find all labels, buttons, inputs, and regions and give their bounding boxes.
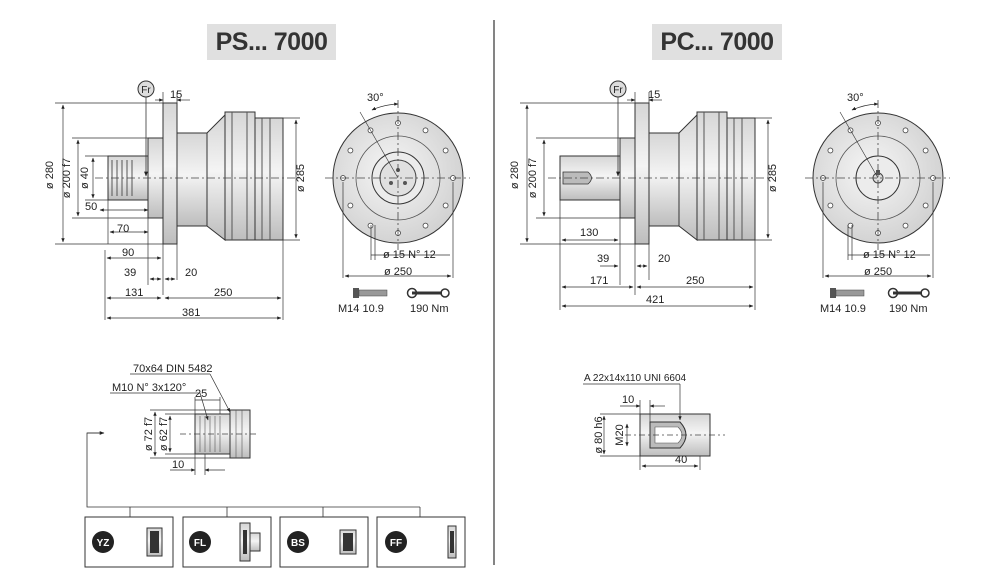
- pc-dim-200: ø 200 f7: [527, 158, 539, 198]
- ps-shaft-thread: M10 N° 3x120°: [112, 382, 186, 394]
- ps-title: PS... 7000: [207, 24, 336, 60]
- pc-shaft-detail: [583, 383, 725, 470]
- option-ff-code: FF: [390, 538, 402, 549]
- ps-side-view: [107, 102, 284, 245]
- pc-front-view: [805, 100, 950, 278]
- pc-dim-280: ø 280: [509, 161, 521, 189]
- ps-wrench-icon: [406, 287, 450, 299]
- pc-shaft-80: ø 80 h6: [593, 416, 605, 453]
- ps-bolt-icon: [353, 288, 388, 298]
- pc-dim-250: 250: [686, 275, 704, 287]
- ps-dim-15: 15: [170, 89, 182, 101]
- ps-dim-50: 50: [85, 201, 97, 213]
- pc-front-pcd: ø 250: [864, 266, 892, 278]
- option-fl: [182, 516, 272, 568]
- pc-dim-285: ø 285: [767, 164, 779, 192]
- ps-options-connector: [86, 431, 421, 517]
- pc-dim-20: 20: [658, 253, 670, 265]
- ps-front-view: [325, 100, 470, 278]
- ps-dim-90: 90: [122, 247, 134, 259]
- pc-front-holes: ø 15 N° 12: [863, 249, 916, 261]
- ps-fr-label: Fr: [141, 85, 151, 96]
- pc-shaft-keyway: [562, 171, 592, 185]
- ps-shaft-spline: 70x64 DIN 5482: [133, 363, 213, 375]
- pc-dim-15: 15: [648, 89, 660, 101]
- pc-bolt-label: M14 10.9: [820, 303, 866, 315]
- ps-torque-label: 190 Nm: [410, 303, 449, 315]
- option-yz: [84, 516, 174, 568]
- pc-shaft-m20: M20: [614, 424, 626, 445]
- ps-shaft-62: ø 62 f7: [158, 417, 170, 451]
- pc-dim-130: 130: [580, 227, 598, 239]
- pc-dim-421: 421: [646, 294, 664, 306]
- ps-dim-40: ø 40: [79, 167, 91, 189]
- ps-dim-381: 381: [182, 307, 200, 319]
- pc-shaft-10: 10: [622, 394, 634, 406]
- ps-shaft-25: 25: [195, 388, 207, 400]
- ps-shaft-72: ø 72 f7: [143, 417, 155, 451]
- ps-dim-20: 20: [185, 267, 197, 279]
- option-bs: [279, 516, 369, 568]
- ps-dim-200: ø 200 f7: [61, 158, 73, 198]
- ps-shaft-10: 10: [172, 459, 184, 471]
- ps-dimension-lines: [55, 92, 300, 320]
- pc-shaft-40: 40: [675, 454, 687, 466]
- ps-dim-70: 70: [117, 223, 129, 235]
- ps-shaft-detail: [110, 373, 258, 475]
- ps-dim-285: ø 285: [295, 164, 307, 192]
- pc-torque-label: 190 Nm: [889, 303, 928, 315]
- option-fl-code: FL: [194, 538, 206, 549]
- option-bs-code: BS: [291, 538, 305, 549]
- ps-dim-131: 131: [125, 287, 143, 299]
- pc-side-view: [559, 102, 756, 245]
- option-ff: [376, 516, 466, 568]
- option-yz-code: YZ: [97, 538, 110, 549]
- pc-shaft-key: A 22x14x110 UNI 6604: [584, 373, 687, 384]
- ps-front-angle: 30°: [367, 92, 384, 104]
- pc-dimension-lines: [520, 92, 772, 310]
- ps-dim-250: 250: [214, 287, 232, 299]
- ps-bolt-label: M14 10.9: [338, 303, 384, 315]
- pc-fr-label: Fr: [613, 85, 623, 96]
- ps-dim-280: ø 280: [44, 161, 56, 189]
- ps-dim-39: 39: [124, 267, 136, 279]
- pc-title: PC... 7000: [652, 24, 782, 60]
- pc-bolt-icon: [830, 288, 865, 298]
- pc-front-angle: 30°: [847, 92, 864, 104]
- pc-dim-39: 39: [597, 253, 609, 265]
- ps-front-holes: ø 15 N° 12: [383, 249, 436, 261]
- ps-front-pcd: ø 250: [384, 266, 412, 278]
- pc-dim-171: 171: [590, 275, 608, 287]
- pc-wrench-icon: [887, 287, 930, 299]
